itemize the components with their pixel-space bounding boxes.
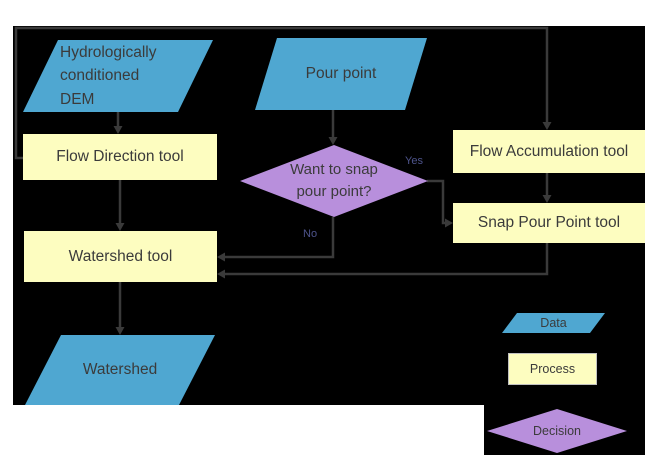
edge-label-no: No [303, 228, 318, 240]
node-snap-pour-point-label: Snap Pour Point tool [477, 214, 621, 231]
node-dem-label: Hydrologically conditioned DEM [60, 43, 157, 108]
arrowhead [115, 327, 125, 335]
node-flow-accumulation-label: Flow Accumulation tool [469, 142, 629, 160]
node-flow-direction: Flow Direction tool [23, 134, 217, 180]
legend-data-label: Data [540, 316, 567, 330]
node-dem: Hydrologically conditioned DEM [23, 40, 213, 112]
legend-data-shape: Data [502, 313, 605, 333]
node-pour-point-label: Pour point [305, 65, 377, 82]
node-flow-direction-label: Flow Direction tool [56, 148, 184, 165]
legend-process-label: Process [529, 362, 576, 376]
arrowhead [113, 126, 123, 134]
arrowhead [542, 122, 552, 130]
node-watershed-label: Watershed [82, 361, 158, 378]
node-flow-accumulation: Flow Accumulation tool [453, 130, 645, 173]
edge-decision-yes-snappourpoint [427, 179, 445, 225]
legend-decision-label: Decision [533, 424, 581, 438]
edge-decision-no-watershedtool [225, 217, 335, 259]
edge-flowdirection-flowaccumulation [14, 26, 549, 160]
node-decision-label: Want to snap pour point? [290, 160, 378, 201]
edge-label-yes: Yes [405, 155, 423, 167]
node-pour-point: Pour point [255, 38, 427, 110]
arrowhead [445, 218, 453, 228]
arrowhead [217, 269, 225, 279]
node-watershed-tool: Watershed tool [24, 231, 217, 282]
arrowhead [328, 137, 338, 145]
arrowhead [115, 223, 125, 231]
arrowhead [217, 252, 225, 262]
arrowhead [542, 195, 552, 203]
node-watershed: Watershed [25, 335, 215, 405]
node-snap-pour-point: Snap Pour Point tool [453, 203, 645, 243]
legend-process-shape: Process [508, 353, 597, 385]
edge-snappourpoint-watershedtool [225, 243, 549, 276]
node-watershed-tool-label: Watershed tool [68, 247, 173, 265]
